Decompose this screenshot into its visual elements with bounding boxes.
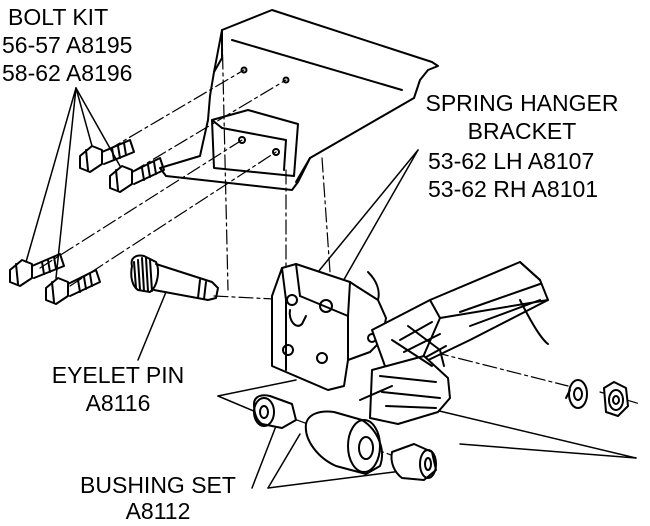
mounting-hole — [240, 66, 248, 74]
bushing-set-part: A8112 — [125, 498, 191, 524]
bolt-kit-part-58-62: 58-62 A8196 — [2, 60, 133, 86]
eyelet-pin-title: EYELET PIN — [51, 362, 185, 388]
bracket-hole — [316, 352, 328, 364]
bolt — [45, 269, 101, 305]
mounting-hole — [282, 76, 290, 84]
hex-nut — [603, 381, 629, 417]
bolt-kit-title: BOLT KIT — [8, 4, 109, 30]
leaf-spring — [359, 261, 549, 425]
spring-hanger-subtitle: BRACKET — [467, 118, 577, 144]
eyelet-pin-part: A8116 — [85, 390, 151, 416]
mounting-hole — [238, 136, 246, 144]
bolt — [9, 253, 65, 287]
bracket-hole — [319, 299, 333, 313]
spring-hanger-bracket — [271, 263, 387, 391]
bushing-sleeve — [304, 410, 383, 475]
bushing-left — [253, 394, 297, 429]
bolt — [79, 139, 135, 173]
bolt-kit-part-56-57: 56-57 A8195 — [2, 32, 133, 58]
spring-hanger-part-lh: 53-62 LH A8107 — [428, 148, 595, 174]
bushing-set-title: BUSHING SET — [80, 472, 236, 498]
leader-lines — [25, 87, 637, 489]
spring-hanger-title: SPRING HANGER — [425, 90, 619, 116]
frame-plate — [159, 9, 439, 191]
bracket-hole — [282, 344, 294, 356]
spring-hanger-part-rh: 53-62 RH A8101 — [428, 176, 599, 202]
bolt — [109, 157, 165, 193]
mounting-hole — [272, 148, 280, 156]
bushing-right — [390, 443, 437, 481]
bracket-hole — [286, 294, 298, 306]
lock-washer — [565, 379, 588, 409]
eyelet-pin — [130, 254, 219, 301]
